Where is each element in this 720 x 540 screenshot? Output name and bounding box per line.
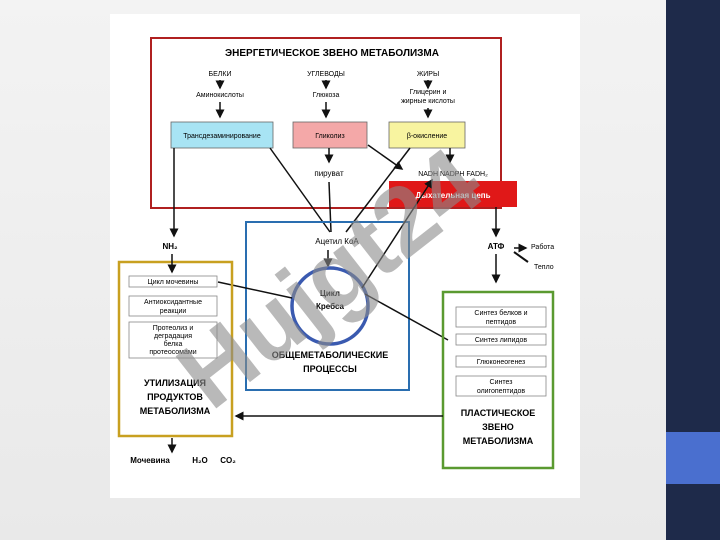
label-co2: CO₂	[220, 456, 236, 465]
box-beta-oxidation	[388, 121, 466, 149]
label-fats: ЖИРЫ	[417, 71, 439, 78]
label-plastic-3: МЕТАБОЛИЗМА	[463, 436, 534, 446]
energy-title: ЭНЕРГЕТИЧЕСКОЕ ЗВЕНО МЕТАБОЛИЗМА	[225, 48, 439, 59]
label-work: Работа	[531, 243, 554, 251]
label-synth-protein-2: пептидов	[486, 319, 517, 326]
label-respiratory-chain: Дыхательная цепь	[415, 191, 490, 200]
box-urea-cycle	[128, 275, 218, 288]
label-carbs: УГЛЕВОДЫ	[307, 71, 345, 78]
box-synth-lipid	[455, 333, 547, 346]
label-water: H₂O	[192, 456, 208, 465]
label-synth-protein-1: Синтез белков и	[474, 309, 527, 317]
box-proteolysis	[128, 321, 218, 359]
label-pyruvate: пируват	[314, 169, 344, 178]
label-plastic-1: ПЛАСТИЧЕСКОЕ	[461, 408, 536, 418]
label-gluconeogenesis: Глюконеогенез	[477, 359, 526, 366]
metabolism-diagram: ЭНЕРГЕТИЧЕСКОЕ ЗВЕНО МЕТАБОЛИЗМА БЕЛКИ У…	[117, 37, 555, 470]
label-synth-oligo-1: Синтез	[490, 379, 513, 386]
label-glycerol-1: Глицерин и	[410, 89, 447, 96]
label-acetyl-coa: Ацетил КоА	[315, 237, 359, 246]
label-proteins: БЕЛКИ	[209, 71, 232, 78]
util-frame	[117, 260, 234, 438]
box-glycolysis	[292, 121, 368, 149]
label-plastic-2: ЗВЕНО	[482, 422, 514, 432]
label-proteolysis-2: деградация	[154, 333, 192, 340]
general-frame	[245, 221, 410, 391]
label-beta-oxidation: β-окисление	[407, 133, 447, 140]
label-krebs-2: Кребса	[316, 302, 344, 311]
energy-frame	[150, 37, 502, 209]
label-synth-oligo-2: олигопептидов	[477, 388, 526, 395]
label-glycolysis: Гликолиз	[315, 133, 344, 140]
label-glucose: Глюкоза	[313, 92, 340, 99]
box-transdeamination	[170, 121, 274, 149]
label-proteolysis-4: протеосомами	[149, 349, 196, 356]
label-heat: Тепло	[534, 264, 554, 271]
label-amino-acids: Аминокислоты	[196, 92, 244, 99]
label-urea-cycle: Цикл мочевины	[148, 279, 199, 286]
label-synth-lipid: Синтез липидов	[475, 337, 528, 344]
krebs-ring	[290, 266, 370, 346]
box-gluconeogenesis	[455, 355, 547, 368]
line-krebs-lipids	[364, 293, 449, 341]
label-urea: Мочевина	[130, 456, 170, 465]
box-antioxidant	[128, 295, 218, 317]
box-respiratory-chain	[389, 181, 517, 207]
line-beta-acetyl	[345, 147, 411, 233]
label-nh2: NH₂	[162, 242, 178, 251]
label-atp: АТФ	[488, 242, 505, 251]
label-general-2: ПРОЦЕССЫ	[303, 364, 357, 374]
plastic-frame	[441, 290, 555, 470]
label-transdeamination: Трансдезаминирование	[183, 133, 261, 140]
label-nadh: NADH NADPH FADH₂	[418, 171, 488, 178]
label-proteolysis-1: Протеолиз и	[153, 325, 194, 332]
label-util-3: МЕТАБОЛИЗМА	[140, 406, 211, 416]
label-antioxidant-1: Антиоксидантные	[144, 299, 202, 306]
box-synth-protein	[455, 306, 547, 328]
line-urea-krebs	[217, 281, 293, 299]
label-antioxidant-2: реакции	[160, 308, 187, 315]
line-pyruvate-acetyl	[328, 181, 332, 233]
label-glycerol-2: жирные кислоты	[401, 98, 455, 105]
sidebar-accent-block	[666, 432, 720, 484]
label-general-1: ОБЩЕМЕТАБОЛИЧЕСКИЕ	[272, 350, 388, 360]
label-krebs-1: Цикл	[320, 289, 340, 298]
label-util-1: УТИЛИЗАЦИЯ	[144, 378, 206, 388]
diagram-panel: ЭНЕРГЕТИЧЕСКОЕ ЗВЕНО МЕТАБОЛИЗМА БЕЛКИ У…	[110, 14, 580, 498]
line-transdeamination-acetyl	[269, 147, 331, 233]
box-synth-oligo	[455, 375, 547, 397]
label-proteolysis-3: белка	[164, 340, 183, 348]
line-atp-heat	[513, 251, 529, 263]
label-util-2: ПРОДУКТОВ	[147, 392, 203, 402]
arrow-krebs-nadh	[361, 178, 433, 289]
